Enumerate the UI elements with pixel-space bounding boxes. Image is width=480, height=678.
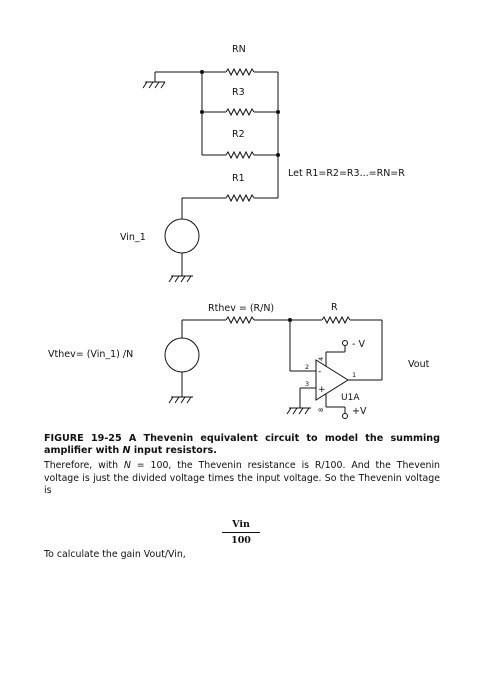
resistor-r [321, 315, 351, 325]
r2-label: R2 [232, 129, 245, 140]
formula: Vin 100 [222, 519, 260, 546]
rthev-label: Rthev = (R/N) [208, 303, 274, 314]
thevenin-source-symbol [164, 337, 200, 373]
voltage-source-symbol [164, 218, 200, 254]
resistor-rthev [225, 315, 255, 325]
ground-symbol [168, 396, 193, 404]
opamp-symbol [315, 359, 349, 401]
pin-8: 8 [317, 408, 325, 412]
closing-text: To calculate the gain Vout/Vin, [44, 549, 186, 560]
vin1-label: Vin_1 [120, 232, 146, 243]
opamp-plus: + [318, 385, 326, 395]
r3-label: R3 [232, 87, 245, 98]
bottom-circuit: Vthev= (Vin_1) /N Rthev = (R/N) R [48, 302, 430, 419]
body-paragraph: Therefore, with N = 100, the Thevenin re… [44, 460, 440, 498]
r-label: R [331, 302, 338, 313]
neg-supply-label: - V [352, 339, 365, 350]
ground-symbol [168, 275, 193, 283]
para-n: N [123, 460, 131, 471]
rn-label: RN [232, 44, 246, 55]
vout-label: Vout [408, 359, 430, 370]
pos-supply-label: +V [352, 406, 367, 417]
pin-2: 2 [305, 363, 309, 371]
r1-label: R1 [232, 173, 245, 184]
caption-line2-b: input resistors. [130, 445, 217, 456]
resistor-r1 [182, 193, 278, 203]
schematic: RN R3 R2 R1 Let R1=R2=R3...=RN=R Vin_ [48, 44, 430, 419]
vthev-label: Vthev= (Vin_1) /N [48, 349, 133, 360]
pin-1: 1 [352, 371, 356, 379]
ground-symbol [142, 72, 166, 89]
fraction-bar [222, 532, 260, 533]
caption-line1: FIGURE 19-25 A Thevenin equivalent circu… [44, 433, 440, 444]
equal-resistors-note: Let R1=R2=R3...=RN=R [288, 168, 405, 179]
opamp-minus: - [318, 367, 321, 377]
opamp-label: U1A [341, 393, 360, 403]
top-circuit: RN R3 R2 R1 Let R1=R2=R3...=RN=R Vin_ [120, 44, 405, 283]
para-part1: Therefore, with [44, 460, 124, 471]
resistor-rn [202, 67, 278, 77]
pin-4: 4 [317, 357, 325, 361]
pin-3: 3 [305, 380, 309, 388]
figure-caption: FIGURE 19-25 A Thevenin equivalent circu… [44, 433, 440, 457]
resistor-r3 [202, 107, 278, 117]
caption-line2-a: amplifier with [44, 445, 123, 456]
formula-denominator: 100 [231, 535, 251, 546]
resistor-r2 [202, 150, 278, 160]
ground-symbol [286, 407, 311, 415]
formula-numerator: Vin [232, 519, 250, 530]
caption-n: N [122, 445, 131, 456]
para-part2: = 100, the Thevenin resistance is R/100.… [44, 460, 441, 497]
